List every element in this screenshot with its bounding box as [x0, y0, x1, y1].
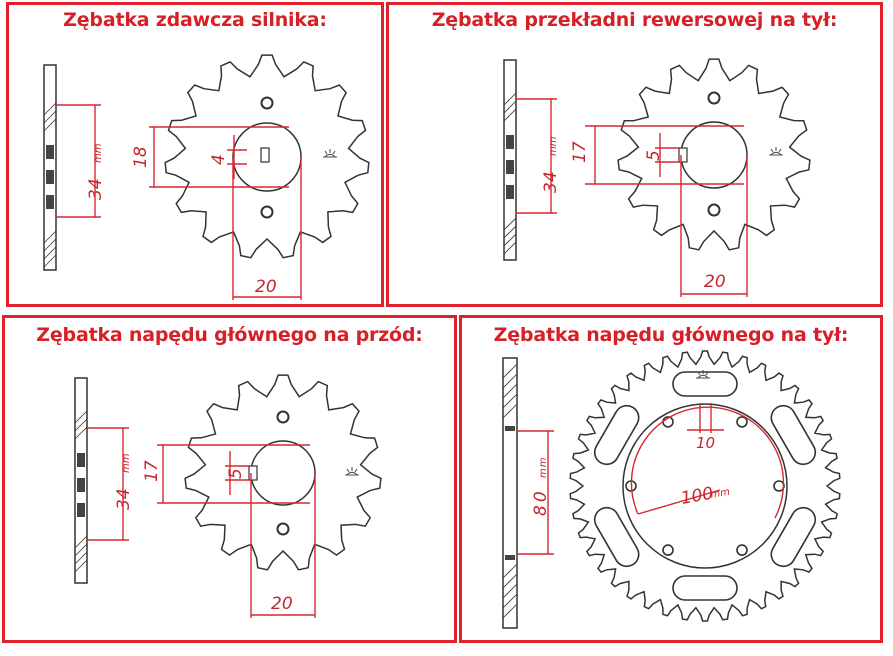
- bore-dimension: 20: [250, 473, 316, 618]
- lightening-slot: [593, 404, 640, 466]
- side-profile: [43, 64, 57, 271]
- bolt-hole: [736, 544, 748, 556]
- spline-height-dimension: 18: [131, 126, 289, 188]
- side-profile: [502, 357, 518, 629]
- key-dimension: 5: [644, 133, 679, 177]
- width-dimension: 34 mm: [87, 427, 134, 541]
- width-unit: mm: [538, 457, 549, 478]
- bore-value: 20: [271, 594, 293, 614]
- sprocket-logo-icon: [769, 147, 783, 156]
- side-profile: [503, 59, 517, 261]
- main-drive-front-sprocket-drawing: 34 mm 17 5 20: [74, 374, 382, 618]
- key-value: 5: [226, 468, 246, 479]
- width-dimension: 80 mm: [517, 430, 554, 555]
- lightening-slot: [672, 575, 738, 601]
- panel-main-drive-front-sprocket: Zębatka napędu głównego na przód: 34 mm: [2, 315, 457, 643]
- bore-value: 20: [255, 277, 277, 297]
- key-dimension: 5: [225, 451, 249, 495]
- sprocket-logo-icon: [323, 149, 337, 158]
- hole-dimension: 10: [687, 403, 724, 452]
- hole-value: 10: [696, 434, 715, 452]
- spline-height-value: 17: [570, 141, 590, 163]
- lightening-slot: [770, 404, 817, 466]
- width-value: 34: [114, 488, 134, 510]
- width-value: 34: [541, 171, 561, 193]
- width-unit: mm: [93, 143, 104, 163]
- width-value: 34: [86, 178, 106, 200]
- sprocket-logo-icon: [696, 370, 710, 379]
- panel-reverse-gear-sprocket: Zębatka przekładni rewersowej na tył: 34…: [386, 2, 883, 307]
- bolt-hole: [662, 544, 674, 556]
- spline-height-dimension: 17: [570, 125, 744, 185]
- panel-title: Zębatka zdawcza silnika:: [63, 9, 327, 31]
- bore-dimension: 20: [680, 155, 748, 297]
- sprocket-front: [164, 54, 370, 259]
- spline-height-value: 18: [131, 146, 151, 168]
- key-value: 5: [644, 150, 664, 161]
- panel-title: Zębatka napędu głównego na przód:: [36, 324, 423, 346]
- lightening-slot: [672, 371, 738, 397]
- bore-value: 20: [704, 272, 726, 292]
- pcd-value: 100: [679, 484, 714, 509]
- panel-main-drive-rear-sprocket: Zębatka napędu głównego na tył: 80 mm: [459, 315, 883, 643]
- width-unit: mm: [548, 136, 559, 156]
- main-drive-rear-sprocket-drawing: 80 mm 100 mm 10: [502, 350, 841, 629]
- spline-height-dimension: 17: [142, 444, 310, 504]
- sprocket-logo-icon: [345, 467, 359, 476]
- panel-engine-sprocket: Zębatka zdawcza silnika: 34 mm: [6, 2, 384, 307]
- width-unit: mm: [121, 453, 132, 473]
- side-profile: [74, 377, 88, 584]
- lightening-slot: [593, 506, 640, 568]
- pcd-unit: mm: [710, 487, 731, 501]
- width-dimension: 34 mm: [516, 98, 561, 214]
- width-value: 80: [531, 488, 551, 516]
- lightening-slot: [770, 506, 817, 568]
- pcd-dimension: 100 mm: [630, 406, 785, 519]
- panel-title: Zębatka napędu głównego na tył:: [493, 324, 849, 346]
- engine-sprocket-drawing: 34 mm 18 4 20: [43, 54, 370, 300]
- spline-height-value: 17: [142, 460, 162, 482]
- key-dimension: 4: [209, 135, 247, 179]
- bore-dimension: 20: [232, 157, 302, 300]
- bolt-hole: [736, 416, 748, 428]
- panel-title: Zębatka przekładni rewersowej na tył:: [431, 9, 838, 31]
- reverse-gear-sprocket-drawing: 34 mm 17 5 20: [503, 58, 811, 297]
- key-value: 4: [209, 154, 229, 165]
- width-dimension: 34 mm: [56, 104, 106, 218]
- sprocket-front: [184, 374, 382, 571]
